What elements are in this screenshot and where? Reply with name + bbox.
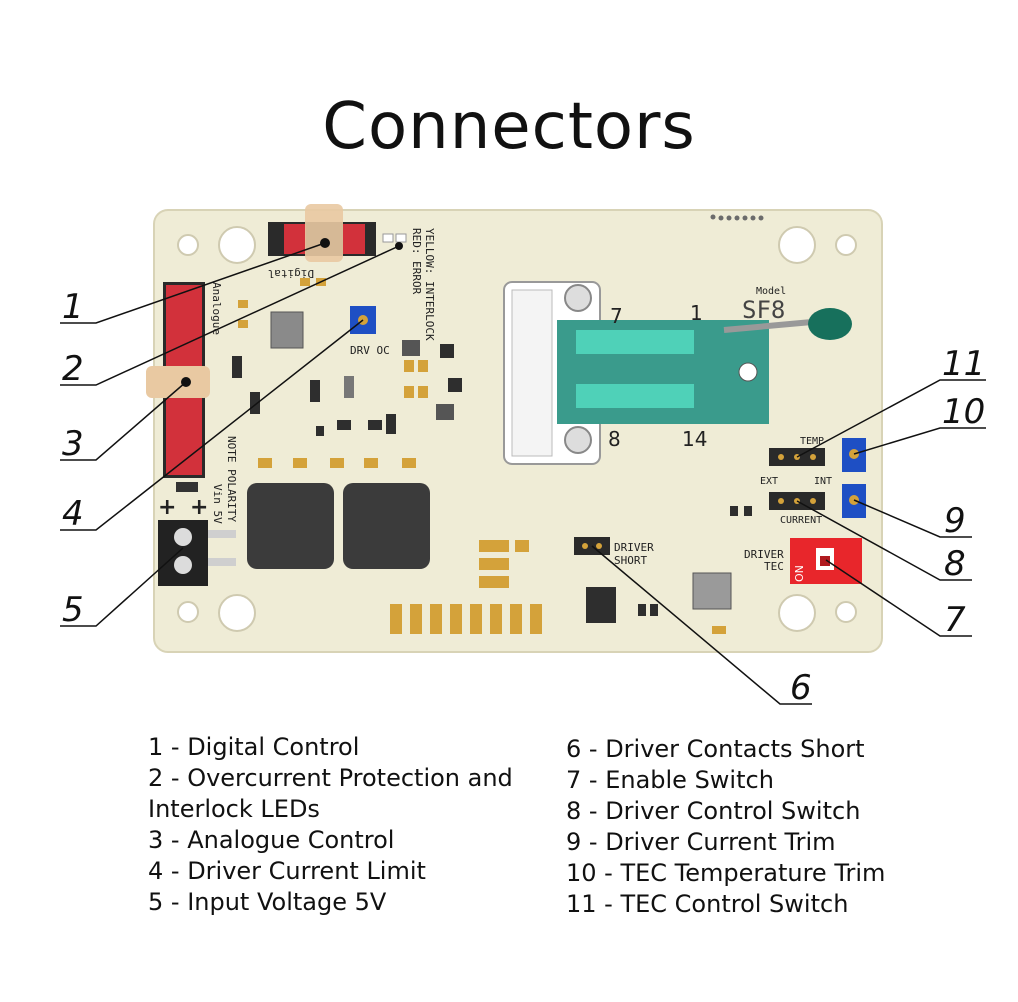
silk-sf8: SF8	[742, 296, 785, 324]
tec-controller-chip	[692, 572, 732, 610]
silk-driver-tec-2: TEC	[764, 560, 784, 573]
callout-8: 8	[944, 544, 966, 584]
silk-plus-a: +	[158, 495, 176, 520]
smd-components	[232, 340, 752, 623]
silk-analogue: Analogue	[210, 282, 223, 335]
inductors	[247, 483, 430, 569]
analogue-connector	[146, 282, 210, 492]
silk-driver-short-1: DRIVER	[614, 541, 654, 554]
silk-note-polarity: NOTE POLARITY	[225, 436, 238, 522]
silk-model: Model	[756, 286, 786, 297]
silk-pin7: 7	[610, 304, 623, 328]
mounting-holes	[177, 226, 857, 632]
test-points	[710, 214, 764, 221]
page-title: Connectors	[322, 90, 696, 164]
silk-int: INT	[814, 476, 832, 487]
legend-item-8: 8 - Driver Control Switch	[566, 797, 861, 825]
callout-4: 4	[62, 494, 84, 534]
silk-on: ON	[793, 565, 806, 582]
silk-pin1: 1	[690, 301, 703, 325]
driver-current-trimmer	[842, 484, 866, 518]
callout-1: 1	[62, 287, 84, 327]
callout-5: 5	[62, 590, 84, 630]
power-connector	[158, 520, 236, 586]
legend-item-2-cont: Interlock LEDs	[148, 795, 320, 823]
legend-item-6: 6 - Driver Contacts Short	[566, 735, 865, 763]
silk-driver-tec-1: DRIVER	[744, 548, 784, 561]
callout-10: 10	[942, 392, 985, 432]
silk-drv-oc: DRV OC	[350, 344, 390, 357]
silk-ext: EXT	[760, 476, 778, 487]
tec-temperature-trimmer	[842, 438, 866, 472]
legend-item-9: 9 - Driver Current Trim	[566, 828, 836, 856]
legend-left: 1 - Digital Control 2 - Overcurrent Prot…	[148, 732, 513, 918]
callout-7: 7	[944, 600, 966, 640]
callout-11: 11	[942, 344, 985, 384]
legend-item-7: 7 - Enable Switch	[566, 766, 774, 794]
silk-pin8: 8	[608, 427, 621, 451]
legend-right: 6 - Driver Contacts Short 7 - Enable Swi…	[566, 734, 885, 920]
digital-connector	[268, 204, 376, 262]
legend-item-3: 3 - Analogue Control	[148, 826, 395, 854]
silk-led-yellow: YELLOW: INTERLOCK	[423, 228, 436, 341]
zif-socket	[503, 281, 852, 465]
mcu-chip	[270, 311, 304, 349]
silk-temp: TEMP	[800, 436, 824, 447]
silk-pin14: 14	[682, 427, 707, 451]
callout-lines	[60, 242, 986, 705]
silk-plus-b: +	[190, 495, 208, 520]
legend-item-1: 1 - Digital Control	[148, 733, 360, 761]
callout-3: 3	[62, 424, 84, 464]
legend-item-2: 2 - Overcurrent Protection and	[148, 764, 513, 792]
legend-item-5: 5 - Input Voltage 5V	[148, 888, 387, 916]
silk-led-red: RED: ERROR	[410, 228, 423, 295]
legend-item-4: 4 - Driver Current Limit	[148, 857, 426, 885]
silk-vin: Vin 5V	[211, 484, 224, 524]
silk-digital: Digital	[268, 267, 314, 280]
callout-9: 9	[944, 501, 966, 541]
callout-2: 2	[62, 349, 84, 389]
silk-current: CURRENT	[780, 515, 822, 526]
legend-item-10: 10 - TEC Temperature Trim	[566, 859, 886, 887]
legend-item-11: 11 - TEC Control Switch	[566, 890, 849, 918]
callout-6: 6	[790, 668, 812, 708]
gold-pads	[238, 278, 726, 634]
silk-driver-short-2: SHORT	[614, 554, 647, 567]
